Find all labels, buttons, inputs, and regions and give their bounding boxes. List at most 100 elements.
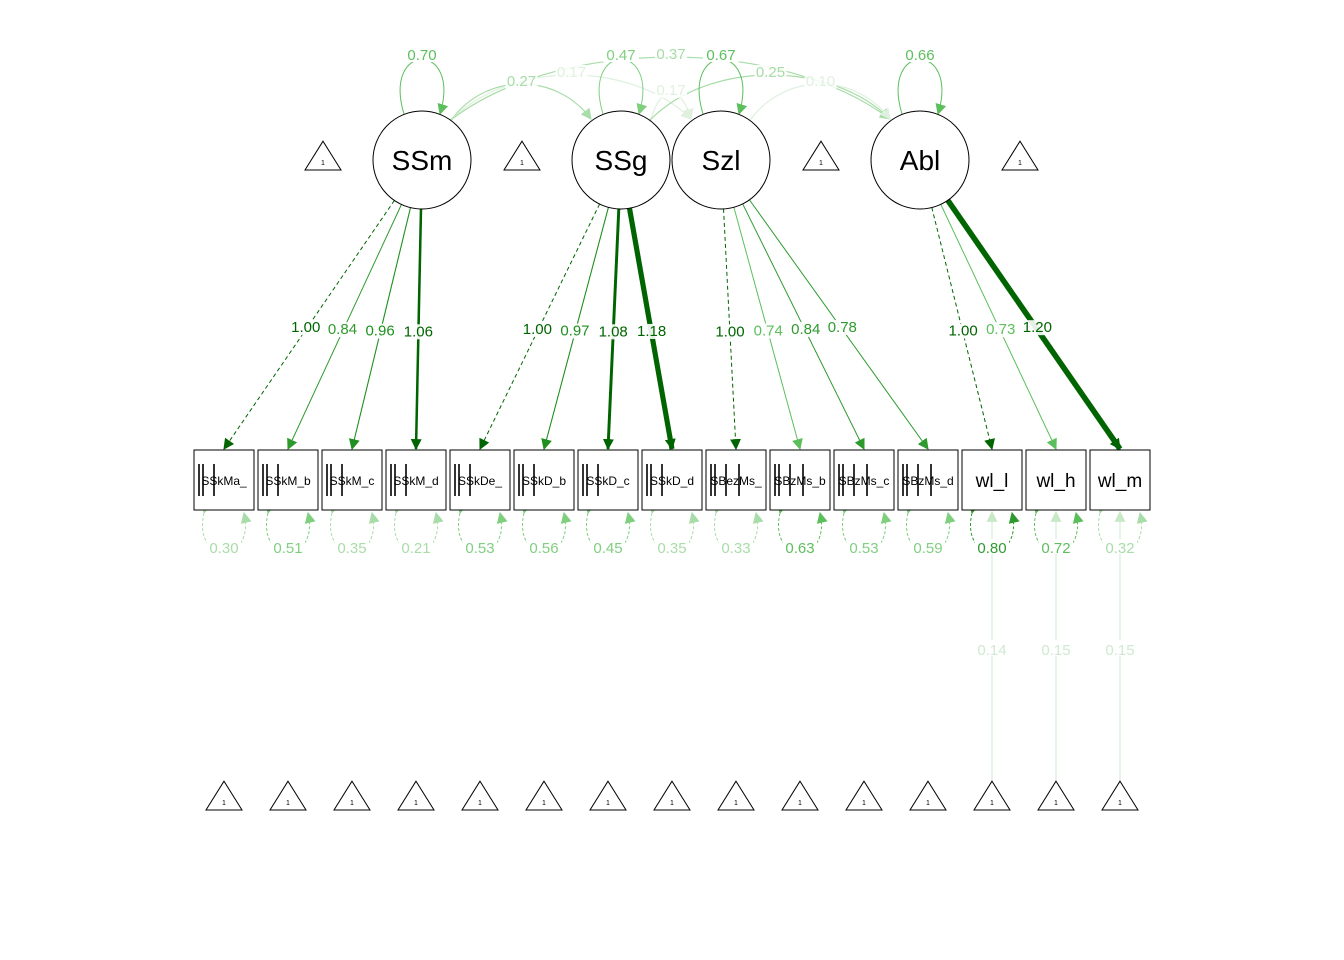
loading-label: 1.06 — [404, 323, 433, 340]
manifest-node — [1089, 449, 1151, 511]
manifest-node — [705, 449, 767, 511]
intercept-triangle — [653, 780, 691, 811]
loading-label-bg — [597, 324, 630, 340]
manifest-label: SSkD_d — [650, 474, 694, 488]
residual-label: 0.56 — [529, 540, 558, 557]
covariance-label: 0.17 — [656, 82, 685, 99]
residual-label: 0.35 — [657, 540, 686, 557]
manifest-node — [321, 449, 383, 511]
residual-label: 0.30 — [209, 540, 238, 557]
loading-label: 1.00 — [949, 323, 978, 340]
manifest-label: wl_h — [1035, 471, 1075, 492]
latent-label: SSm — [392, 145, 453, 176]
manifest-node — [1025, 449, 1087, 511]
loading-label-bg — [326, 322, 359, 338]
covariance-label: 0.17 — [557, 64, 586, 81]
intercept-triangle — [973, 780, 1011, 811]
loading-label-bg — [289, 320, 322, 336]
residual-label-bg — [847, 539, 881, 554]
intercept-triangle — [503, 140, 541, 171]
intercept-triangle — [717, 780, 755, 811]
residual-label-bg — [591, 539, 625, 554]
loading-label-bg — [402, 324, 435, 340]
intercept-triangle — [525, 780, 563, 811]
residual-label-bg — [527, 539, 561, 554]
manifest-node — [193, 449, 255, 511]
intercept-triangle — [1037, 780, 1075, 811]
loading-label-bg — [558, 323, 591, 339]
manifest-label: SSkMa_ — [201, 474, 247, 488]
loading-label-bg — [635, 323, 668, 339]
loading-label: 0.73 — [986, 321, 1015, 338]
intercept-triangle-label: 1 — [862, 800, 866, 807]
loading-label: 0.74 — [754, 322, 783, 339]
intercept-triangle-label: 1 — [990, 800, 994, 807]
loading-label: 0.97 — [560, 323, 589, 340]
manifest-node — [385, 449, 447, 511]
residual-label: 0.51 — [273, 540, 302, 557]
loading-label-bg — [752, 323, 785, 339]
manifest-label: SSkD_b — [522, 474, 566, 488]
covariance-label-bg — [505, 73, 538, 89]
intercept-triangle-label: 1 — [321, 160, 325, 167]
intercept-triangle-label: 1 — [798, 800, 802, 807]
loading-label: 1.00 — [291, 319, 320, 336]
residual-label: 0.80 — [977, 540, 1006, 557]
covariance-label-bg — [555, 64, 588, 80]
intercept-triangle-label: 1 — [520, 160, 524, 167]
manifest-label: SSkD_c — [586, 474, 629, 488]
loading-label-bg — [789, 321, 822, 337]
intercept-triangle — [1101, 780, 1139, 811]
covariance-label-bg — [655, 82, 687, 98]
loading-label-bg — [826, 319, 859, 335]
variance-label: 0.66 — [905, 47, 934, 64]
manifest-label: SSkM_d — [393, 474, 438, 488]
residual-label: 0.32 — [1105, 540, 1134, 557]
manifest-label: SSkDe_ — [458, 474, 502, 488]
residual-label: 0.45 — [593, 540, 622, 557]
intercept-triangle-label: 1 — [542, 800, 546, 807]
variance-label-bg — [404, 47, 440, 62]
residual-label: 0.53 — [465, 540, 494, 557]
manifest-node — [961, 449, 1023, 511]
variance-loop — [399, 58, 449, 126]
residual-label-bg — [911, 539, 945, 554]
loading-label: 0.84 — [791, 321, 820, 338]
intercept-triangle — [269, 780, 307, 811]
residual-label: 0.63 — [785, 540, 814, 557]
intercept-triangle — [909, 780, 947, 811]
residual-label-bg — [399, 539, 433, 554]
residual-label-bg — [271, 539, 305, 554]
intercept-triangle-label: 1 — [222, 800, 226, 807]
latent-node — [571, 110, 671, 210]
residual-label: 0.33 — [721, 540, 750, 557]
manifest-label: SBezMs_ — [710, 474, 762, 488]
manifest-node — [769, 449, 831, 511]
latent-label: Szl — [702, 145, 741, 176]
variance-label: 0.70 — [407, 47, 436, 64]
loading-label-bg — [984, 322, 1017, 338]
covariance-label-bg — [754, 64, 787, 80]
intercept-label: 0.15 — [1105, 642, 1134, 659]
intercept-triangle — [781, 780, 819, 811]
loading-label: 0.78 — [828, 319, 857, 336]
loading-label-bg — [714, 324, 747, 340]
variance-loop — [698, 58, 748, 126]
latent-node — [372, 110, 472, 210]
loading-label-bg — [947, 323, 980, 339]
intercept-label: 0.15 — [1041, 642, 1070, 659]
manifest-node — [449, 449, 511, 511]
latent-label: Abl — [900, 145, 940, 176]
covariance-label: 0.37 — [656, 46, 685, 63]
intercept-triangle — [304, 140, 342, 171]
residual-label-bg — [655, 539, 689, 554]
residual-label: 0.72 — [1041, 540, 1070, 557]
intercept-triangle — [1001, 140, 1039, 171]
residual-label-bg — [207, 539, 241, 554]
loading-label: 0.96 — [365, 323, 394, 340]
residual-label: 0.35 — [337, 540, 366, 557]
intercept-triangle-label: 1 — [1018, 160, 1022, 167]
intercept-triangle — [333, 780, 371, 811]
variance-label: 0.47 — [606, 47, 635, 64]
